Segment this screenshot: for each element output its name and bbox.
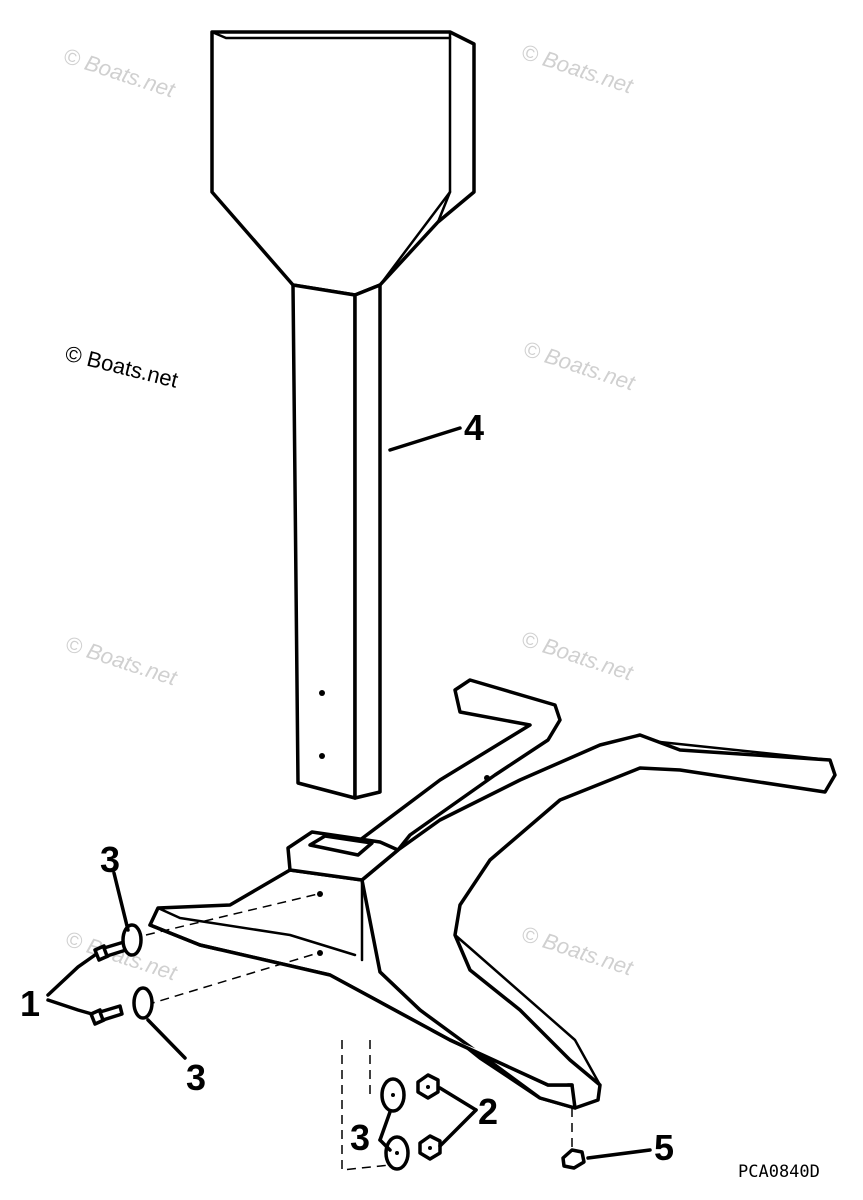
bolt-upper: [93, 940, 128, 962]
callout-5: 5: [654, 1127, 674, 1168]
callout-3-bottom-center: 3: [350, 1117, 370, 1158]
bolt-lower: [89, 1004, 124, 1026]
callout-3-top: 3: [100, 839, 120, 880]
watermark-6: © Boats.net: [518, 626, 636, 686]
foot-pad: [561, 1148, 586, 1170]
callout-4: 4: [464, 407, 484, 448]
part-code: PCA0840D: [738, 1162, 820, 1182]
pedestal-base: [148, 678, 837, 1110]
alignment-lines: [145, 893, 573, 1171]
watermark-3: © Boats.net: [63, 341, 181, 393]
washer-bottom-lower: [384, 1135, 410, 1171]
callout-2: 2: [478, 1091, 498, 1132]
watermark-5: © Boats.net: [62, 631, 180, 691]
washer-bottom-upper: [380, 1077, 406, 1113]
washer-upper-left: [121, 923, 143, 957]
watermark-4: © Boats.net: [520, 336, 638, 396]
nut-upper: [416, 1073, 440, 1100]
leader-lines: [46, 426, 652, 1160]
washer-lower-left: [132, 986, 154, 1020]
watermark-2: © Boats.net: [518, 39, 636, 99]
watermark-8: © Boats.net: [518, 921, 636, 981]
callout-1: 1: [20, 983, 40, 1024]
nut-lower: [418, 1134, 442, 1161]
pedestal-post: [210, 30, 476, 800]
watermark-7: © Boats.net: [62, 926, 180, 986]
callout-3-bottom-left: 3: [186, 1057, 206, 1098]
watermark-1: © Boats.net: [60, 43, 178, 103]
